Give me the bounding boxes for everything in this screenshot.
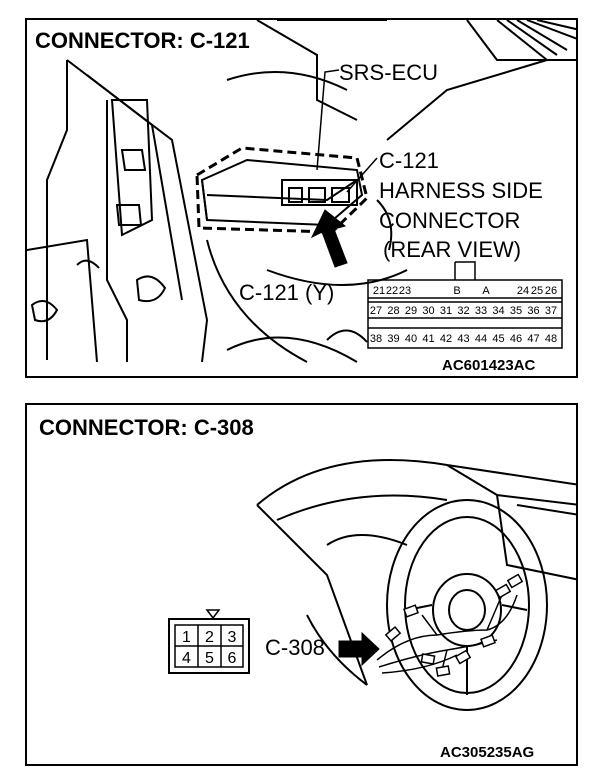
c121-pin-label: 35 bbox=[510, 305, 522, 317]
c121-connector-label: C-121 bbox=[379, 148, 439, 173]
c121-pin-label: 38 bbox=[370, 333, 382, 345]
c121-pin-label: 39 bbox=[387, 333, 399, 345]
c121-panel-title: CONNECTOR: C-121 bbox=[35, 28, 250, 53]
c121-pin-label: 42 bbox=[440, 333, 452, 345]
c121-pin-label: 44 bbox=[475, 333, 487, 345]
c308-pin-label: 5 bbox=[205, 650, 214, 667]
c308-pin-label: 4 bbox=[182, 650, 191, 667]
rear-view-label: (REAR VIEW) bbox=[383, 237, 522, 262]
connector-word-label: CONNECTOR bbox=[379, 208, 521, 233]
c121-pin-label: 31 bbox=[440, 305, 452, 317]
c121-cavity-letter: A bbox=[482, 285, 490, 297]
c308-pin-label: 2 bbox=[205, 629, 214, 646]
harness-side-label: HARNESS SIDE bbox=[379, 178, 543, 203]
srs-ecu-label: SRS-ECU bbox=[339, 60, 439, 85]
c121-pin-label: 28 bbox=[387, 305, 399, 317]
c121-figure-code: AC601423AC bbox=[442, 357, 536, 374]
c121-pin-label: 34 bbox=[492, 305, 504, 317]
c308-figure-code: AC305235AG bbox=[440, 744, 535, 761]
c121-pin-label: 26 bbox=[545, 285, 557, 297]
c121-pin-label: 40 bbox=[405, 333, 417, 345]
c121-pin-label: 21 bbox=[373, 285, 385, 297]
c121-pin-label: 25 bbox=[531, 285, 543, 297]
c121-pin-label: 29 bbox=[405, 305, 417, 317]
c121-pointer-label: C-121 (Y) bbox=[239, 280, 335, 305]
c121-pin-label: 23 bbox=[399, 285, 411, 297]
c121-pin-label: 43 bbox=[457, 333, 469, 345]
c121-pin-label: 48 bbox=[545, 333, 557, 345]
c121-pin-label: 22 bbox=[386, 285, 398, 297]
c121-pin-label: 46 bbox=[510, 333, 522, 345]
c121-pin-label: 30 bbox=[422, 305, 434, 317]
c308-pointer-label: C-308 bbox=[265, 635, 325, 660]
c121-pin-label: 45 bbox=[492, 333, 504, 345]
c308-pin-label: 3 bbox=[228, 629, 237, 646]
c121-pin-label: 37 bbox=[545, 305, 557, 317]
c121-pin-label: 47 bbox=[527, 333, 539, 345]
c121-pin-label: 36 bbox=[527, 305, 539, 317]
c121-pin-label: 24 bbox=[517, 285, 529, 297]
c308-pin-label: 6 bbox=[228, 650, 237, 667]
c308-panel-title: CONNECTOR: C-308 bbox=[39, 415, 254, 440]
c121-pin-label: 32 bbox=[457, 305, 469, 317]
c121-cavity-letter: B bbox=[453, 285, 460, 297]
c121-pin-label: 33 bbox=[475, 305, 487, 317]
c121-pin-label: 41 bbox=[422, 333, 434, 345]
c308-pin-label: 1 bbox=[182, 629, 191, 646]
c121-pin-label: 27 bbox=[370, 305, 382, 317]
